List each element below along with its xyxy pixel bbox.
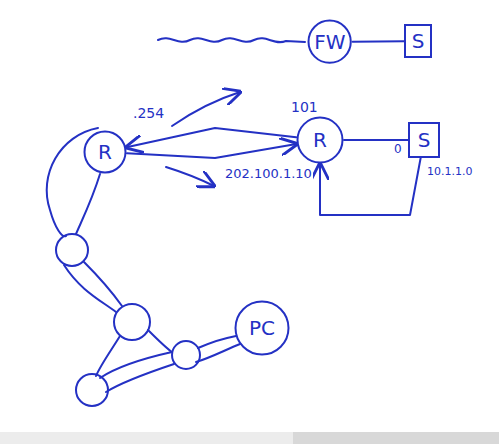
address-label: .254: [132, 106, 165, 121]
network-label: 10.1.1.0: [426, 166, 473, 178]
pc-circle: PC: [234, 300, 290, 356]
hand-stroke: [76, 174, 100, 234]
hand-arrow: [172, 92, 240, 126]
link-line: [344, 139, 408, 141]
server-box: S: [404, 24, 432, 58]
node-text: R: [313, 129, 327, 151]
hand-stroke: [84, 262, 122, 306]
circle-shape: [85, 132, 126, 173]
status-bar: [0, 432, 499, 444]
status-bar-segment: [293, 432, 499, 444]
hand-stroke: [64, 265, 116, 312]
hand-stroke: [196, 344, 240, 362]
hand-arrow: [166, 167, 214, 186]
router-circle: R: [83, 130, 127, 174]
link-line: [127, 144, 296, 158]
circle-shape: [298, 118, 343, 163]
hand-stroke: [100, 352, 172, 378]
wavy-link: [158, 38, 305, 42]
node-text: FW: [314, 31, 345, 53]
circle-shape: [236, 302, 289, 355]
hop-circle: [172, 341, 200, 369]
hop-circle: [114, 304, 150, 340]
node-text: S: [412, 30, 425, 52]
hand-stroke: [198, 336, 236, 348]
node-text: PC: [249, 317, 275, 339]
node-text: S: [418, 129, 431, 151]
node-text: R: [98, 141, 112, 163]
hop-circle: [76, 374, 108, 406]
router-circle: R: [296, 116, 344, 164]
hop-circle: [56, 234, 88, 266]
hand-stroke: [106, 364, 174, 392]
hand-stroke: [148, 330, 172, 352]
link-line: [353, 40, 404, 43]
link-line: [126, 128, 296, 147]
circle-shape: [309, 21, 351, 63]
server-box: S: [408, 122, 440, 158]
address-label: 101: [290, 100, 319, 115]
address-label: 202.100.1.10: [224, 167, 313, 181]
firewall-circle: FW: [307, 19, 352, 64]
link-line: [320, 158, 421, 215]
port-label: 0: [393, 143, 403, 156]
